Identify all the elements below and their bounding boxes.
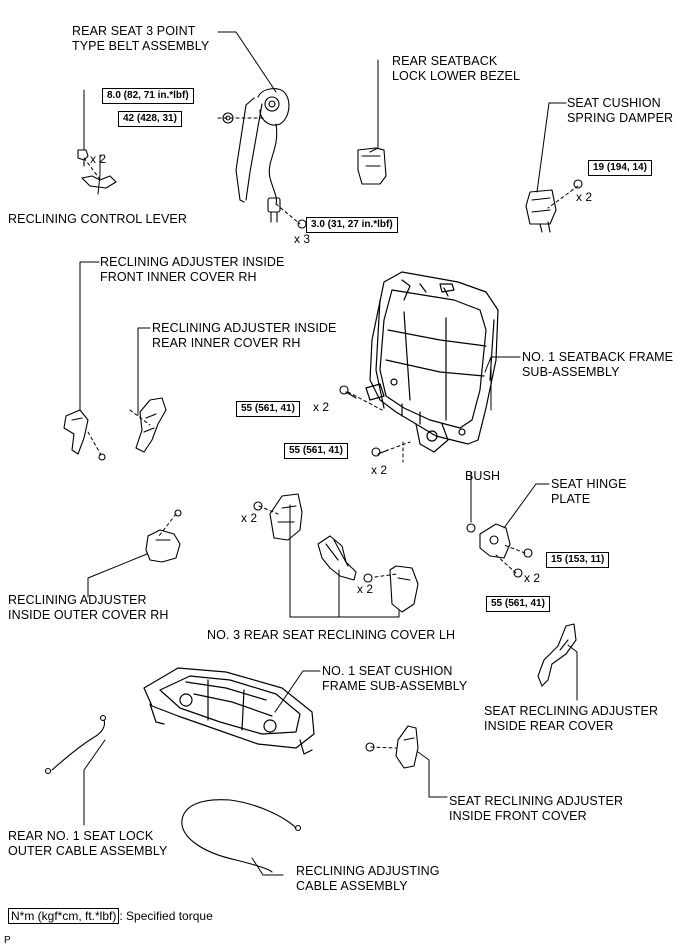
legend-torque-box: N*m (kgf*cm, ft.*lbf) — [8, 908, 120, 924]
seat-cushion-frame — [143, 667, 315, 755]
leader-lines — [79, 31, 578, 876]
quantity-label: x 2 — [90, 152, 107, 166]
inside-rear-cover — [537, 623, 577, 687]
quantity-label: x 2 — [357, 582, 374, 596]
front-inner-cover — [63, 409, 106, 461]
quantity-label: x 2 — [576, 190, 593, 204]
torque-box: 3.0 (31, 27 in.*lbf) — [306, 217, 398, 233]
label-reclining-control-lever: RECLINING CONTROL LEVER — [8, 212, 187, 226]
seat-belt-assembly — [222, 88, 307, 229]
reclining-cover-lh — [253, 493, 419, 613]
quantity-label: x 2 — [371, 463, 388, 477]
quantity-label: x 2 — [313, 400, 330, 414]
quantity-label: x 2 — [524, 571, 541, 585]
legend-description: : Specified torque — [119, 909, 213, 923]
label-bush: BUSH — [465, 469, 501, 483]
torque-box: 19 (194, 14) — [588, 160, 652, 176]
corner-code: P — [4, 935, 11, 946]
adjusting-cable — [181, 799, 302, 873]
outer-cover-rh — [145, 509, 182, 563]
torque-box: 55 (561, 41) — [284, 443, 348, 459]
reclining-control-lever — [77, 149, 117, 189]
torque-box: 55 (561, 41) — [486, 596, 550, 612]
legend: N*m (kgf*cm, ft.*lbf): Specified torque — [8, 908, 213, 924]
torque-box: 42 (428, 31) — [118, 111, 182, 127]
hinge-plate — [466, 523, 533, 578]
quantity-label: x 2 — [241, 511, 258, 525]
spring-damper — [525, 179, 583, 233]
rear-inner-cover — [135, 397, 167, 453]
seatback-lock-bezel — [357, 147, 387, 185]
torque-box: 8.0 (82, 71 in.*lbf) — [102, 88, 194, 104]
torque-box: 55 (561, 41) — [236, 401, 300, 417]
seatback-frame — [365, 271, 499, 453]
label-reclining-cover-lh: NO. 3 REAR SEAT RECLINING COVER LH — [207, 628, 456, 642]
lock-cable — [44, 714, 107, 775]
torque-box: 15 (153, 11) — [546, 552, 610, 568]
inside-front-cover — [365, 725, 419, 769]
seatback-bolts — [339, 385, 389, 457]
quantity-label: x 3 — [294, 232, 311, 246]
